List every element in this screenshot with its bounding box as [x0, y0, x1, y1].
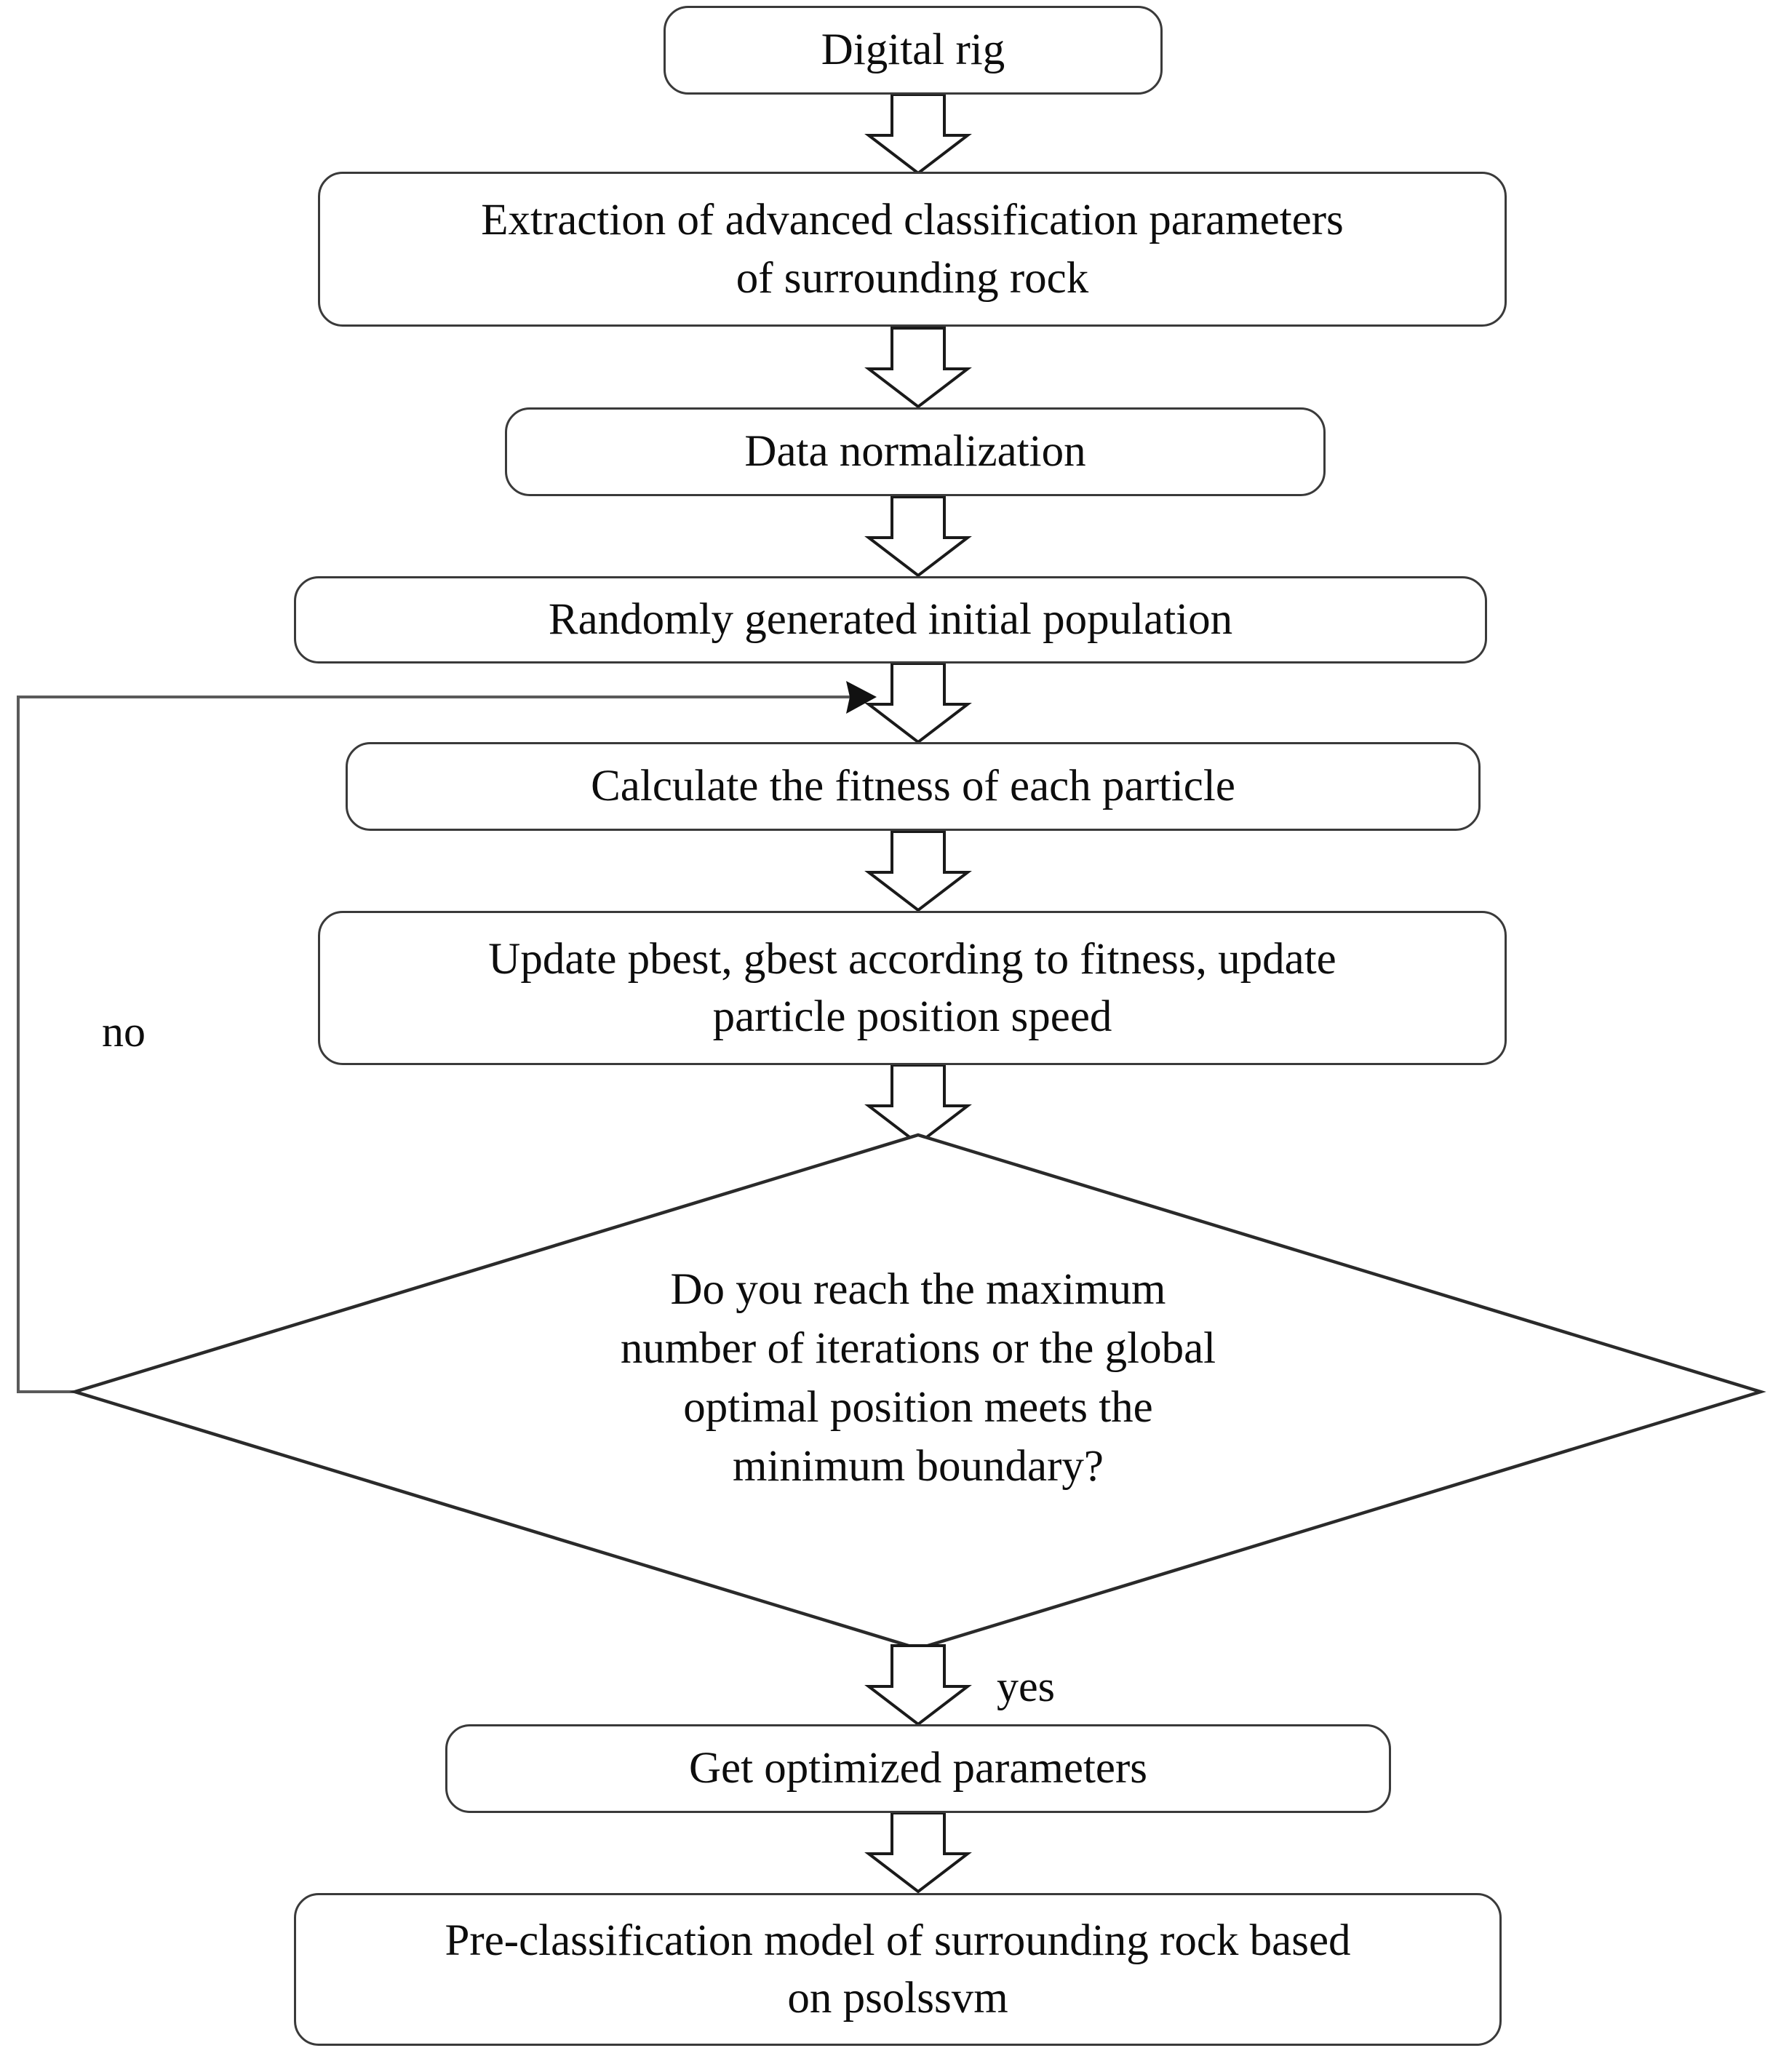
- node-data-normalization[interactable]: Data normalization: [505, 407, 1326, 496]
- block-arrow-n2-n3: [864, 327, 972, 409]
- edge-label-yes: yes: [997, 1662, 1055, 1710]
- edge-label-no: no: [102, 1008, 146, 1056]
- node-calculate-fitness[interactable]: Calculate the fitness of each particle: [346, 742, 1481, 831]
- block-arrow-n8-n9: [864, 1812, 972, 1894]
- feedback-arrowhead-icon: [846, 681, 877, 714]
- node-extraction-parameters[interactable]: Extraction of advanced classification pa…: [318, 172, 1507, 327]
- decision-diamond-label: Do you reach the maximum number of itera…: [620, 1265, 1216, 1491]
- node-get-optimized-parameters[interactable]: Get optimized parameters: [445, 1724, 1391, 1813]
- block-arrow-n5-n6: [864, 830, 972, 912]
- node-initial-population[interactable]: Randomly generated initial population: [294, 576, 1487, 664]
- node-pre-classification-model[interactable]: Pre-classification model of surrounding …: [294, 1893, 1502, 2046]
- block-arrow-n6-n7: [864, 1064, 972, 1146]
- node-update-pbest-gbest[interactable]: Update pbest, gbest according to fitness…: [318, 911, 1507, 1065]
- block-arrow-n1-n2: [864, 93, 972, 175]
- node-digital-rig[interactable]: Digital rig: [664, 6, 1163, 95]
- block-arrow-n3-n4: [864, 495, 972, 578]
- block-arrow-n4-n5: [864, 662, 972, 744]
- block-arrow-n7-n8: [864, 1644, 972, 1726]
